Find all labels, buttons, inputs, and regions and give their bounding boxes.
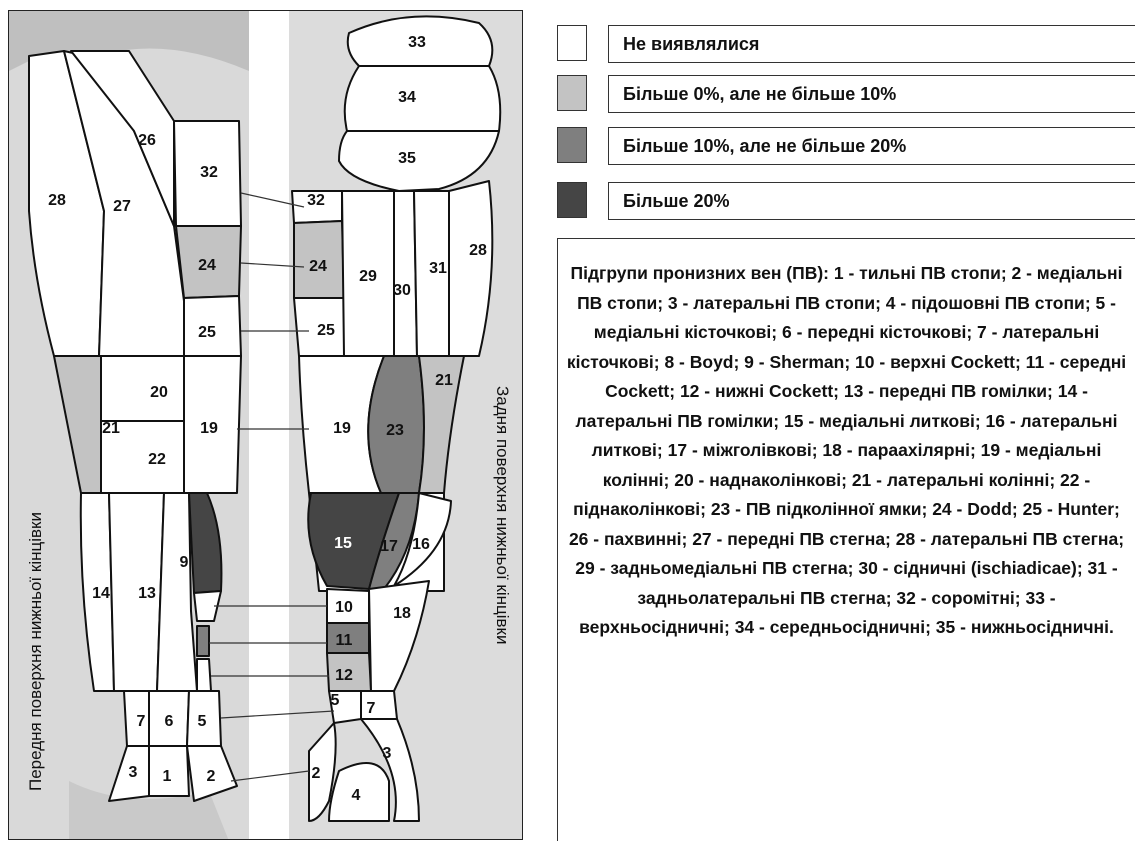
front-region-20 (101, 356, 184, 421)
back-number-34: 34 (398, 89, 416, 106)
back-number-21: 21 (435, 372, 453, 389)
front-number-32: 32 (200, 164, 218, 181)
back-number-15: 15 (334, 535, 352, 552)
subgroup-description: Підгрупи пронизних вен (ПВ): 1 - тильні … (557, 238, 1135, 841)
front-side-label: Передня поверхня нижньої кінцівки (26, 512, 45, 791)
back-number-17: 17 (380, 538, 398, 555)
legend-label: Більше 0%, але не більше 10% (608, 75, 1135, 113)
leg-diagram: 26 32 28 27 24 25 20 21 19 22 9 14 13 7 … (8, 10, 523, 840)
front-number-9: 9 (180, 554, 189, 571)
front-number-1: 1 (163, 768, 172, 785)
front-number-28: 28 (48, 192, 66, 209)
back-number-2: 2 (312, 765, 321, 782)
front-number-5: 5 (198, 713, 207, 730)
front-number-13: 13 (138, 585, 156, 602)
front-number-24: 24 (198, 257, 216, 274)
front-region-12 (197, 659, 211, 691)
front-number-6: 6 (165, 713, 174, 730)
front-number-2: 2 (207, 768, 216, 785)
front-region-11 (197, 626, 209, 656)
back-number-12: 12 (335, 667, 353, 684)
back-number-25: 25 (317, 322, 335, 339)
back-number-35: 35 (398, 150, 416, 167)
back-number-11: 11 (336, 632, 353, 649)
front-number-27: 27 (113, 198, 131, 215)
back-side-label: Задня поверхня нижньої кінцівки (493, 386, 512, 644)
back-number-33: 33 (408, 34, 426, 51)
legend-swatch (557, 75, 587, 111)
back-region-34 (345, 66, 501, 131)
legend-swatch (557, 182, 587, 218)
front-number-20: 20 (150, 384, 168, 401)
back-number-19: 19 (333, 420, 351, 437)
back-number-23: 23 (386, 422, 404, 439)
back-number-29: 29 (359, 268, 377, 285)
back-number-24: 24 (309, 258, 327, 275)
back-number-10: 10 (335, 599, 353, 616)
legend-label: Більше 20% (608, 182, 1135, 220)
back-number-18: 18 (393, 605, 411, 622)
back-number-3: 3 (383, 745, 392, 762)
back-number-32: 32 (307, 192, 325, 209)
front-number-3: 3 (129, 764, 138, 781)
front-number-26: 26 (138, 132, 156, 149)
front-number-7: 7 (137, 713, 146, 730)
back-number-31: 31 (429, 260, 447, 277)
front-number-21: 21 (102, 420, 120, 437)
back-number-28: 28 (469, 242, 487, 259)
legend-label: Не виявлялися (608, 25, 1135, 63)
legend-swatch (557, 127, 587, 163)
legend-label: Більше 10%, але не більше 20% (608, 127, 1135, 165)
back-number-7: 7 (367, 700, 376, 717)
legend-swatch (557, 25, 587, 61)
front-number-25: 25 (198, 324, 216, 341)
back-number-30: 30 (393, 282, 411, 299)
back-number-5: 5 (331, 692, 340, 709)
front-number-14: 14 (92, 585, 110, 602)
front-number-22: 22 (148, 451, 166, 468)
front-number-19: 19 (200, 420, 218, 437)
back-number-16: 16 (412, 536, 430, 553)
back-number-4: 4 (352, 787, 361, 804)
